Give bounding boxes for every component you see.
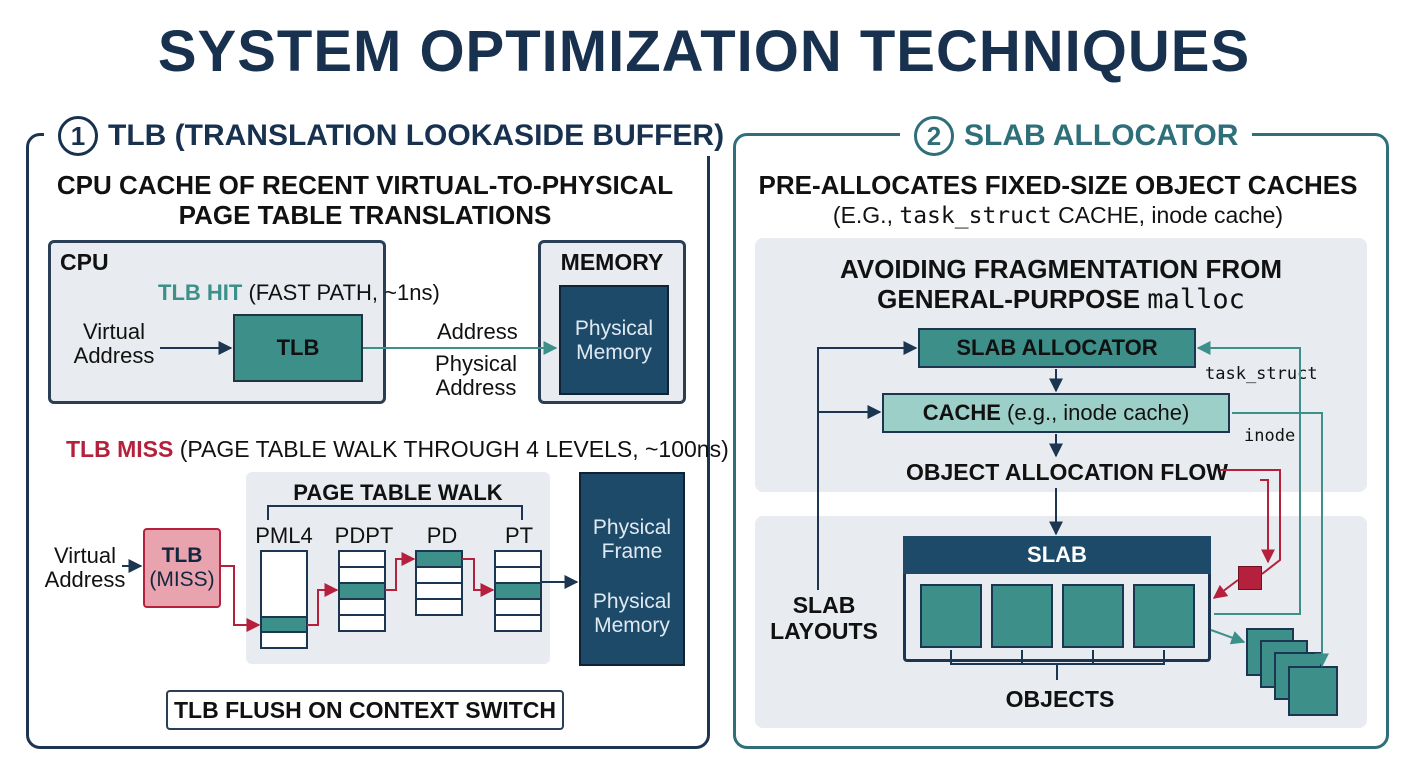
objects-label: OBJECTS: [1005, 686, 1115, 712]
stacked-object-4: [1288, 666, 1338, 716]
virtual-address-label: Virtual Address: [68, 320, 160, 368]
pd-to-pt-arrow: [462, 558, 495, 597]
cache-bold: CACHE: [922, 400, 1001, 425]
cache-rest: (e.g., inode cache): [1000, 400, 1190, 425]
slab-header: SLAB: [903, 536, 1211, 574]
virtual-address-line2: Address: [73, 343, 155, 368]
pdpt-to-pd-arrow: [385, 552, 416, 591]
pt-table: [494, 550, 542, 632]
level-label-pd: PD: [426, 523, 458, 548]
pml4-to-pdpt-arrow: [307, 583, 339, 626]
allocation-flow-red-path-2: [1260, 479, 1275, 564]
tlb-hit-line: TLB HIT (FAST PATH, ~1ns): [158, 281, 440, 305]
level-label-pml4: PML4: [255, 523, 313, 548]
miss-virtual-line2: Address: [44, 567, 126, 592]
marker-to-slab-arrow: [1212, 579, 1239, 599]
objects-bracket: [950, 650, 1165, 680]
cache-box: CACHE (e.g., inode cache): [882, 393, 1230, 433]
tlb-subtitle-line2: PAGE TABLE TRANSLATIONS: [178, 200, 552, 230]
task-struct-return-arrow: [1196, 341, 1301, 615]
level-label-pdpt: PDPT: [334, 523, 394, 548]
tlb-subtitle-line1: CPU CACHE OF RECENT VIRTUAL-TO-PHYSICAL: [56, 170, 674, 200]
avoid-fragmentation-text: AVOIDING FRAGMENTATION FROM GENERAL-PURP…: [755, 254, 1367, 315]
pd-table: [415, 550, 463, 616]
avoid-line2: GENERAL-PURPOSE malloc: [755, 284, 1367, 315]
slab-subtitle-code: task_struct: [899, 203, 1052, 229]
physical-frame-box: Physical Frame Physical Memory: [579, 472, 685, 666]
slab-object-2: [991, 584, 1053, 648]
page-title: SYSTEM OPTIMIZATION TECHNIQUES: [157, 19, 1251, 84]
memory-label: MEMORY: [560, 249, 664, 275]
miss-virtual-address-label: Virtual Address: [40, 544, 130, 592]
level-label-pt: PT: [504, 523, 534, 548]
slab-object-4: [1133, 584, 1195, 648]
tlb-miss-box-line2: (MISS): [149, 568, 215, 591]
tlb-hit-detail: (FAST PATH, ~1ns): [248, 280, 440, 305]
page-table-walk-label: PAGE TABLE WALK: [293, 480, 503, 505]
slab-object-1: [920, 584, 982, 648]
physical-address-line1: Physical: [435, 351, 517, 376]
slab-subtitle-line1: PRE-ALLOCATES FIXED-SIZE OBJECT CACHES: [758, 170, 1358, 200]
slab-subtitle-line2: (E.G., task_struct CACHE, inode cache): [745, 200, 1371, 231]
physical-memory-line1: Physical: [574, 317, 654, 340]
tlb-miss-to-pml4-arrow: [221, 565, 261, 632]
slab-layouts-line2: LAYOUTS: [770, 618, 878, 644]
address-label: Address: [437, 319, 518, 344]
slab-allocator-box: SLAB ALLOCATOR: [918, 328, 1196, 368]
allocation-marker: [1238, 566, 1262, 590]
slab-subtitle-post: CACHE, inode cache): [1051, 202, 1284, 228]
tlb-miss-box-line1: TLB: [161, 544, 203, 567]
slab-layouts-line1: SLAB: [792, 592, 856, 618]
avoid-line2-pre: GENERAL-PURPOSE: [877, 284, 1148, 314]
tlb-miss-box: TLB (MISS): [143, 528, 221, 608]
tlb-panel-heading: 1 TLB (TRANSLATION LOOKASIDE BUFFER): [44, 116, 739, 156]
slab-subtitle-pre: (E.G.,: [832, 202, 900, 228]
tlb-hit-label: TLB HIT: [158, 280, 243, 305]
avoid-line2-code: malloc: [1147, 284, 1245, 315]
slab-to-stack-arrow: [1210, 629, 1246, 645]
virtual-address-line1: Virtual: [83, 319, 145, 344]
frame-line1: Physical: [592, 516, 672, 539]
number-badge-2: 2: [914, 116, 954, 156]
pml4-table: [260, 550, 308, 649]
pdpt-table: [338, 550, 386, 632]
cpu-label: CPU: [60, 249, 109, 275]
tlb-subtitle: CPU CACHE OF RECENT VIRTUAL-TO-PHYSICAL …: [40, 170, 690, 230]
slab-panel-heading: 2 SLAB ALLOCATOR: [900, 116, 1253, 156]
avoid-line1: AVOIDING FRAGMENTATION FROM: [840, 254, 1282, 284]
frame-line2: Frame: [601, 540, 663, 563]
physical-address-line2: Address: [435, 375, 517, 400]
task-struct-label: task_struct: [1205, 364, 1318, 384]
number-badge: 1: [58, 116, 98, 156]
page-table-walk-bracket: [267, 505, 523, 520]
physical-address-label: Physical Address: [430, 352, 522, 400]
frame-memory-line2: Memory: [594, 614, 670, 637]
slab-layouts-label: SLAB LAYOUTS: [764, 592, 884, 644]
tlb-miss-line: TLB MISS (PAGE TABLE WALK THROUGH 4 LEVE…: [66, 437, 729, 461]
tlb-miss-detail: (PAGE TABLE WALK THROUGH 4 LEVELS, ~100n…: [179, 436, 729, 462]
slab-heading-text: SLAB ALLOCATOR: [964, 119, 1239, 152]
frame-memory-line1: Physical: [592, 590, 672, 613]
allocation-flow-red-path: [1220, 469, 1281, 575]
tlb-box: TLB: [233, 314, 363, 382]
physical-memory-box: Physical Memory: [559, 285, 669, 395]
miss-virtual-line1: Virtual: [54, 543, 116, 568]
tlb-heading-text: TLB (TRANSLATION LOOKASIDE BUFFER): [108, 119, 725, 152]
object-allocation-flow-label: OBJECT ALLOCATION FLOW: [906, 459, 1228, 485]
tlb-flush-box: TLB FLUSH ON CONTEXT SWITCH: [166, 690, 564, 730]
inode-label: inode: [1244, 426, 1296, 446]
slab-subtitle: PRE-ALLOCATES FIXED-SIZE OBJECT CACHES (…: [745, 170, 1371, 231]
slab-layouts-loop-arrow: [817, 341, 918, 590]
inode-return-arrow: [1232, 412, 1329, 668]
slab-object-3: [1062, 584, 1124, 648]
physical-memory-line2: Memory: [576, 341, 652, 364]
tlb-miss-label: TLB MISS: [66, 436, 174, 462]
